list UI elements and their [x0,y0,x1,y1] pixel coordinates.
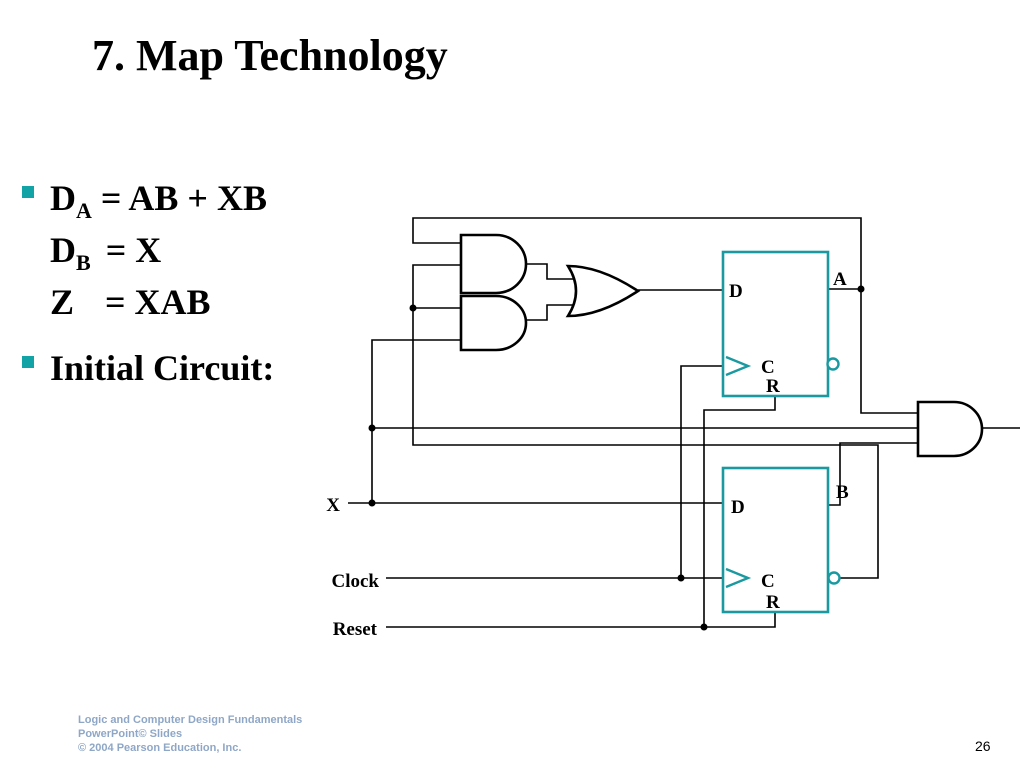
ffb-output-label: B [836,482,849,503]
slide-title: 7. Map Technology [92,31,448,80]
da-expression: = AB + XB [100,178,267,218]
initial-circuit-label: Initial Circuit: [50,348,275,388]
bullet-equations: DA = AB + XB DB = X Z = XAB [22,172,274,328]
da-symbol: D [50,178,76,218]
input-clock-label: Clock [332,571,380,592]
wire-reset-to-ffb [386,612,776,628]
and-gate-three-input [916,400,984,458]
footer-line: PowerPoint© Slides [78,728,183,740]
clock-triangle-icon [725,567,752,589]
or-gate [565,264,641,318]
inverted-output-bubble-icon [826,357,840,371]
junction-dot [368,424,376,432]
wire-and1-to-or [526,263,574,280]
input-reset-label: Reset [333,619,378,640]
junction-dot [368,499,376,507]
bullet-list: DA = AB + XB DB = X Z = XAB Initial Circ… [22,172,274,394]
equation-da: DA = AB + XB [50,172,274,224]
junction-dot [409,304,417,312]
wire-b-to-and3 [828,442,918,506]
flipflop-b: D C R B [721,466,849,614]
junction-dot [700,623,708,631]
equation-db: DB = X [50,224,274,276]
z-expression: = XAB [105,282,211,322]
ffb-d-label: D [731,497,745,518]
ffb-r-label: R [766,592,780,613]
junction-dot [857,285,865,293]
equation-z: Z = XAB [50,276,274,328]
wire-a-to-and3 [828,288,918,414]
bullet-initial-circuit: Initial Circuit: [22,342,274,394]
wire-and2-to-or [526,304,574,321]
footer-line: Logic and Computer Design Fundamentals [78,714,303,726]
ffb-c-label: C [761,571,775,592]
flipflop-a: D C R A [721,250,847,398]
wire-bnot-feedback [412,264,879,579]
flipflop-a-body [721,250,830,398]
db-expression: = X [105,230,162,270]
wires [348,217,1020,628]
clock-triangle-icon [725,355,752,377]
input-x-label: X [326,495,340,516]
bullet-square-icon [22,186,34,198]
wire-x-to-and2 [348,339,461,504]
and-gate-bottom [459,294,528,352]
ffa-c-label: C [761,357,775,378]
db-symbol: D [50,230,76,270]
z-symbol: Z [50,282,75,322]
ffa-d-label: D [729,281,743,302]
junction-dots [368,285,865,631]
db-subscript: B [76,250,91,275]
inverted-output-bubble-icon [827,571,841,585]
junction-dot [677,574,685,582]
page-number: 26 [975,738,991,754]
bullet-square-icon [22,356,34,368]
ffa-output-label: A [833,269,847,290]
wire-clock-to-ffa [680,365,723,578]
logic-gates [459,233,984,458]
footer-credits: Logic and Computer Design Fundamentals P… [78,713,302,755]
da-subscript: A [76,198,92,223]
and-gate-top [459,233,528,295]
flipflop-b-body [721,466,830,614]
wire-reset-to-ffa [703,396,776,627]
ffa-r-label: R [766,376,780,397]
wire-a-feedback [412,217,862,289]
footer-line: © 2004 Pearson Education, Inc. [78,742,242,754]
